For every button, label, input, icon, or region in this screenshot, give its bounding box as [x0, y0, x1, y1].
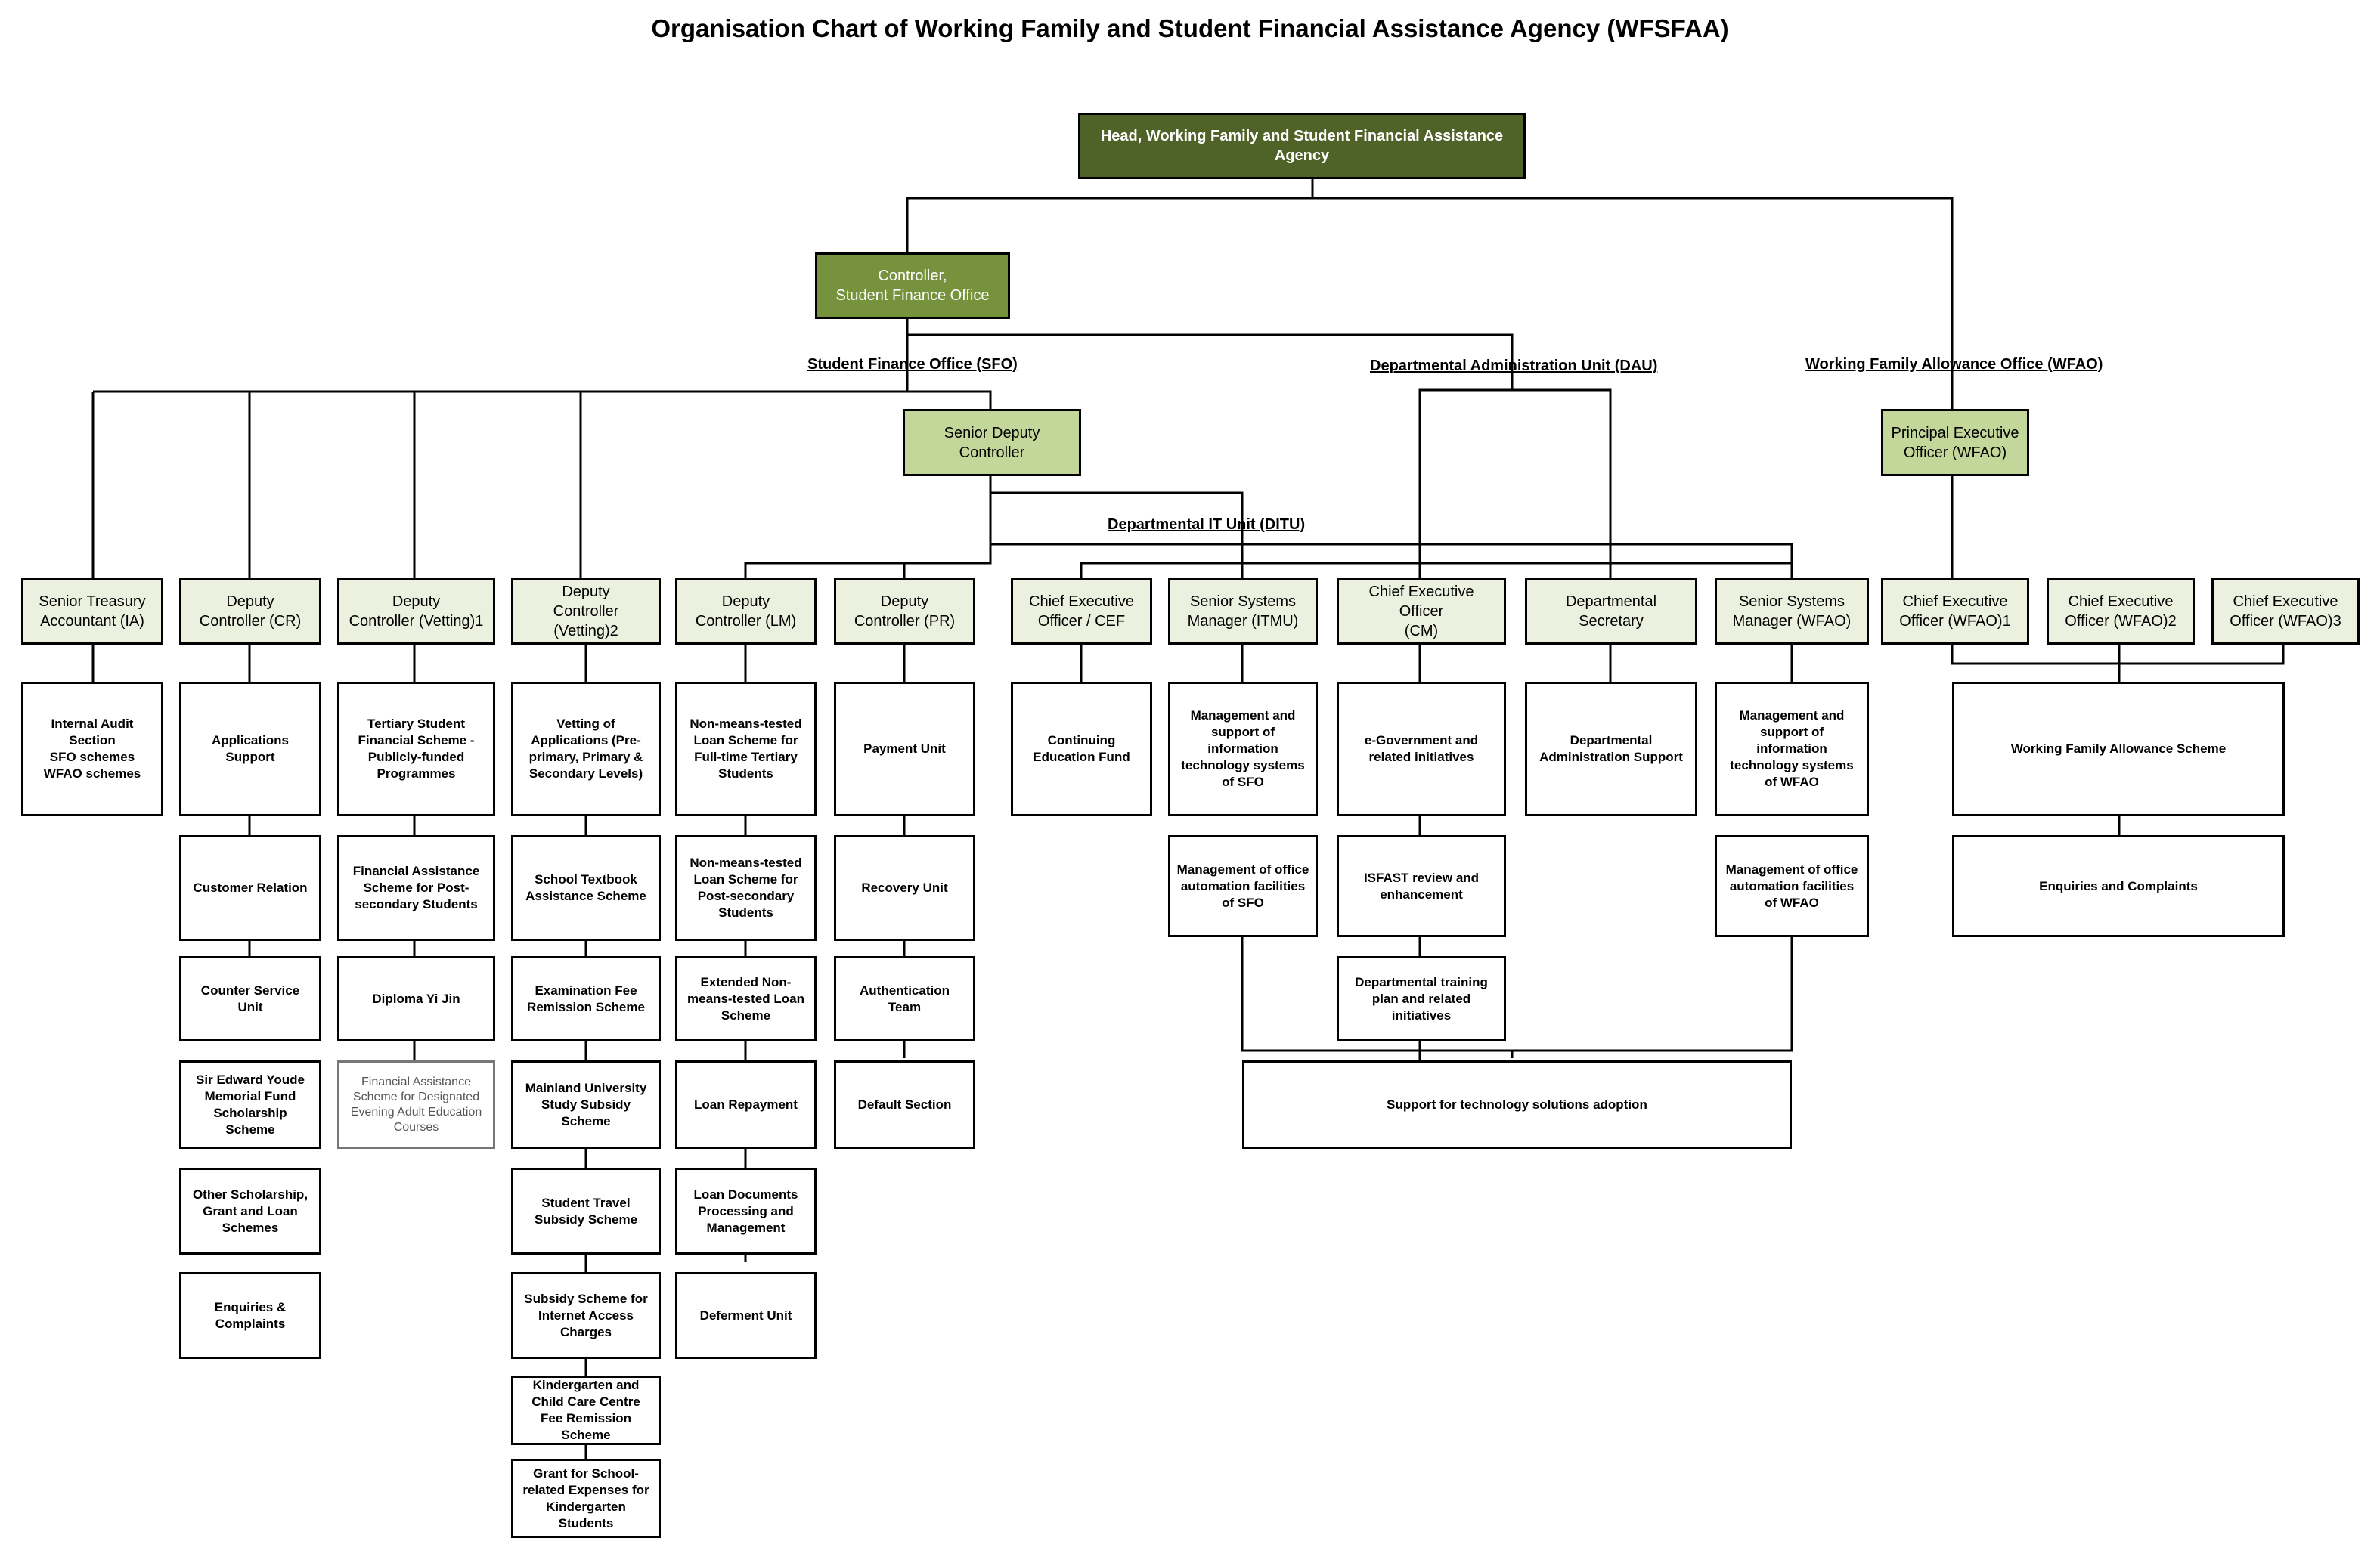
unit-applications-support: Applications Support [179, 682, 321, 816]
post-deputy-controller-pr: Deputy Controller (PR) [834, 578, 975, 645]
unit-examination-fee-remission: Examination Fee Remission Scheme [511, 956, 661, 1041]
chart-title: Organisation Chart of Working Family and… [651, 14, 1729, 42]
principal-executive-officer-box: Principal Executive Officer (WFAO) [1881, 409, 2029, 476]
unit-payment: Payment Unit [834, 682, 975, 816]
unit-kindergarten-fee-remission: Kindergarten and Child Care Centre Fee R… [511, 1376, 661, 1445]
unit-it-systems-wfao: Management and support of information te… [1715, 682, 1869, 816]
unit-counter-service: Counter Service Unit [179, 956, 321, 1041]
unit-deferment: Deferment Unit [675, 1272, 817, 1359]
unit-diploma-yi-jin: Diploma Yi Jin [337, 956, 495, 1041]
post-chief-executive-officer-cef: Chief Executive Officer / CEF [1011, 578, 1152, 645]
unit-enquiries-complaints-cr: Enquiries & Complaints [179, 1272, 321, 1359]
unit-extended-nmt-loan: Extended Non-means-tested Loan Scheme [675, 956, 817, 1041]
post-chief-executive-officer-cm: Chief Executive Officer (CM) [1337, 578, 1506, 645]
unit-customer-relation: Customer Relation [179, 835, 321, 941]
unit-sir-edward-youde-fund: Sir Edward Youde Memorial Fund Scholarsh… [179, 1060, 321, 1149]
post-deputy-controller-lm: Deputy Controller (LM) [675, 578, 817, 645]
unit-authentication-team: Authentication Team [834, 956, 975, 1041]
post-senior-systems-manager-wfao: Senior Systems Manager (WFAO) [1715, 578, 1869, 645]
unit-departmental-training-plan: Departmental training plan and related i… [1337, 956, 1506, 1041]
unit-other-scholarship: Other Scholarship, Grant and Loan Scheme… [179, 1168, 321, 1255]
unit-nmt-loan-post-secondary: Non-means-tested Loan Scheme for Post-se… [675, 835, 817, 941]
section-label-ditu: Departmental IT Unit (DITU) [1108, 516, 1306, 533]
unit-internal-audit: Internal Audit Section SFO schemes WFAO … [21, 682, 163, 816]
unit-isfast-review: ISFAST review and enhancement [1337, 835, 1506, 937]
section-label-sfo: Student Finance Office (SFO) [807, 356, 1018, 373]
unit-enquiries-complaints-wfao: Enquiries and Complaints [1952, 835, 2285, 937]
unit-technology-solutions-support: Support for technology solutions adoptio… [1242, 1060, 1792, 1149]
unit-loan-repayment: Loan Repayment [675, 1060, 817, 1149]
unit-recovery: Recovery Unit [834, 835, 975, 941]
unit-tertiary-student-financial-scheme: Tertiary Student Financial Scheme - Publ… [337, 682, 495, 816]
controller-box: Controller, Student Finance Office [815, 252, 1010, 319]
post-departmental-secretary: Departmental Secretary [1525, 578, 1697, 645]
post-senior-systems-manager-itmu: Senior Systems Manager (ITMU) [1168, 578, 1318, 645]
unit-internet-access-subsidy: Subsidy Scheme for Internet Access Charg… [511, 1272, 661, 1359]
unit-financial-assistance-post-secondary: Financial Assistance Scheme for Post-sec… [337, 835, 495, 941]
unit-kindergarten-school-expenses-grant: Grant for School-related Expenses for Ki… [511, 1459, 661, 1538]
unit-vetting-of-applications: Vetting of Applications (Pre-primary, Pr… [511, 682, 661, 816]
unit-departmental-administration-support: Departmental Administration Support [1525, 682, 1697, 816]
unit-financial-assistance-evening-courses: Financial Assistance Scheme for Designat… [337, 1060, 495, 1149]
unit-office-automation-wfao: Management of office automation faciliti… [1715, 835, 1869, 937]
unit-it-systems-sfo: Management and support of information te… [1168, 682, 1318, 816]
section-label-dau: Departmental Administration Unit (DAU) [1370, 357, 1658, 374]
section-label-wfao: Working Family Allowance Office (WFAO) [1805, 356, 2103, 373]
unit-loan-documents-processing: Loan Documents Processing and Management [675, 1168, 817, 1255]
post-chief-executive-officer-wfao3: Chief Executive Officer (WFAO)3 [2211, 578, 2360, 645]
unit-default-section: Default Section [834, 1060, 975, 1149]
unit-continuing-education-fund: Continuing Education Fund [1011, 682, 1152, 816]
unit-working-family-allowance-scheme: Working Family Allowance Scheme [1952, 682, 2285, 816]
head-box: Head, Working Family and Student Financi… [1078, 113, 1526, 179]
post-deputy-controller-cr: Deputy Controller (CR) [179, 578, 321, 645]
post-senior-treasury-accountant: Senior Treasury Accountant (IA) [21, 578, 163, 645]
unit-office-automation-sfo: Management of office automation faciliti… [1168, 835, 1318, 937]
unit-school-textbook-assistance: School Textbook Assistance Scheme [511, 835, 661, 941]
post-chief-executive-officer-wfao1: Chief Executive Officer (WFAO)1 [1881, 578, 2029, 645]
unit-nmt-loan-tertiary: Non-means-tested Loan Scheme for Full-ti… [675, 682, 817, 816]
unit-mainland-university-subsidy: Mainland University Study Subsidy Scheme [511, 1060, 661, 1149]
post-chief-executive-officer-wfao2: Chief Executive Officer (WFAO)2 [2047, 578, 2195, 645]
unit-student-travel-subsidy: Student Travel Subsidy Scheme [511, 1168, 661, 1255]
post-deputy-controller-vetting1: Deputy Controller (Vetting)1 [337, 578, 495, 645]
unit-e-government: e-Government and related initiatives [1337, 682, 1506, 816]
senior-deputy-controller-box: Senior Deputy Controller [903, 409, 1081, 476]
post-deputy-controller-vetting2: Deputy Controller (Vetting)2 [511, 578, 661, 645]
